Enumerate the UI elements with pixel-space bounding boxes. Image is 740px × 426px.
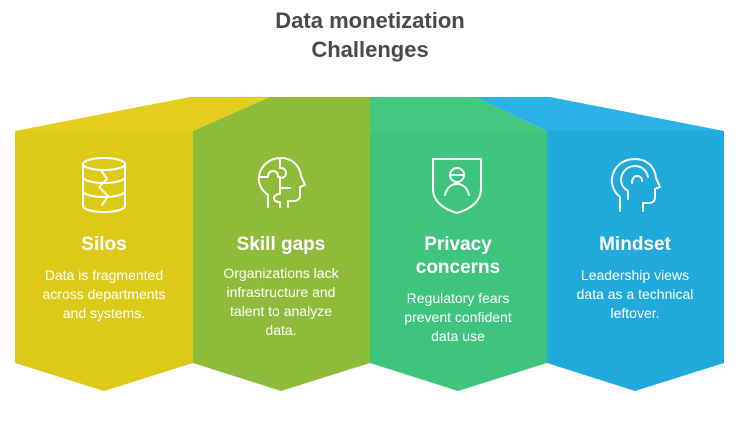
puzzle-head-icon [254, 155, 308, 215]
page-title: Data monetization Challenges [0, 6, 740, 64]
privacy-description-line: data use [431, 328, 485, 344]
privacy-card: Privacy concerns Regulatory fears preven… [370, 233, 546, 346]
privacy-description: Regulatory fears prevent confident data … [370, 289, 546, 346]
mindset-heading: Mindset [599, 234, 671, 255]
silos-card: Silos Data is fragmented across departme… [16, 233, 192, 323]
skill-gaps-card: Skill gaps Organizations lack infrastruc… [193, 233, 369, 340]
database-icon [77, 155, 131, 215]
skill-gaps-description-line: talent to analyze [230, 303, 332, 319]
skill-gaps-description: Organizations lack infrastructure and ta… [193, 264, 369, 340]
mindset-description-line: Leadership views [580, 267, 690, 283]
privacy-description-line: prevent confident [404, 309, 512, 325]
mindset-description: Leadership views data as a technical lef… [547, 266, 723, 323]
skill-gaps-card-body [193, 131, 370, 391]
mindset-card-top [475, 97, 724, 131]
title-line-2: Challenges [311, 37, 429, 62]
skill-gaps-description-line: infrastructure and [226, 284, 336, 300]
privacy-description-line: Regulatory fears [406, 290, 510, 306]
skill-gaps-description-line: Organizations lack [223, 265, 339, 281]
privacy-heading-line: Privacy [424, 234, 492, 255]
silos-description-line: Data is fragmented [44, 267, 164, 283]
privacy-heading-line: concerns [415, 257, 501, 278]
mindset-card: Mindset Leadership views data as a techn… [547, 233, 723, 323]
skill-gaps-heading: Skill gaps [236, 234, 326, 255]
mindset-description-line: leftover. [610, 305, 660, 321]
silos-heading: Silos [81, 234, 127, 255]
skill-gaps-description-line: data. [265, 322, 297, 338]
silos-description: Data is fragmented across departments an… [16, 266, 192, 323]
silos-description-line: and systems. [62, 305, 146, 321]
privacy-card-top [370, 97, 547, 131]
silos-description-line: across departments [42, 286, 166, 302]
skill-gaps-card-top [193, 97, 370, 131]
silos-card-top [15, 97, 270, 131]
silos-card-body [15, 131, 193, 391]
mindset-card-body [547, 131, 724, 391]
privacy-heading: Privacy concerns [370, 233, 546, 279]
mindset-description-line: data as a technical [576, 286, 694, 302]
shield-user-icon [431, 155, 485, 215]
title-line-1: Data monetization [275, 8, 465, 33]
privacy-card-body [370, 131, 547, 391]
head-profile-icon [608, 155, 662, 215]
